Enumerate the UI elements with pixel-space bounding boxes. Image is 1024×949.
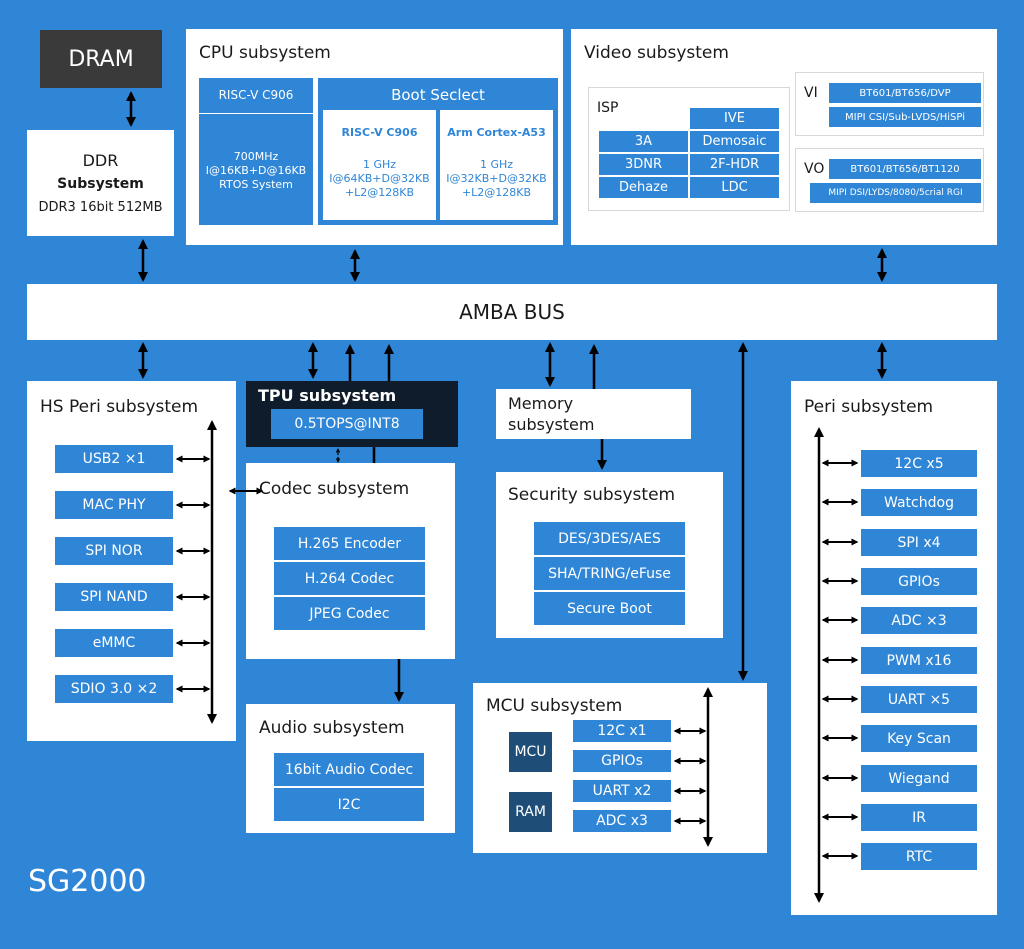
- isp-cell-demosaic: Demosaic: [690, 131, 779, 152]
- peri-item-wiegand: Wiegand: [861, 765, 977, 792]
- vo-block: VO BT601/BT656/BT1120 MIPI DSI/LYDS/8080…: [795, 148, 984, 212]
- memory-title-line1: Memory: [508, 394, 574, 413]
- codec-title: Codec subsystem: [259, 479, 410, 499]
- security-title: Security subsystem: [508, 485, 676, 505]
- peri-item-watchdog: Watchdog: [861, 489, 977, 516]
- hs-item-sdio: SDIO 3.0 ×2: [55, 675, 173, 703]
- codec-item-h265: H.265 Encoder: [274, 527, 425, 560]
- hs-item-usb2: USB2 ×1: [55, 445, 173, 473]
- cpu-title: CPU subsystem: [199, 43, 331, 63]
- boot-core-c906-mem2: +L2@128KB: [344, 186, 415, 199]
- hs-item-mac-phy: MAC PHY: [55, 491, 173, 519]
- hs-item-spi-nor: SPI NOR: [55, 537, 173, 565]
- ddr-spec: DDR3 16bit 512MB: [38, 200, 163, 215]
- hs-item-spi-nand: SPI NAND: [55, 583, 173, 611]
- peri-item-i2c: 12C x5: [861, 450, 977, 477]
- vo-item-bt1120: BT601/BT656/BT1120: [829, 159, 981, 179]
- peri-title: Peri subsystem: [804, 397, 934, 417]
- peri-item-key-scan: Key Scan: [861, 725, 977, 752]
- security-item-secure-boot: Secure Boot: [534, 592, 685, 625]
- codec-item-h264: H.264 Codec: [274, 562, 425, 595]
- peri-item-spi: SPI x4: [861, 529, 977, 556]
- boot-core-c906-name: RISC-V C906: [341, 126, 418, 139]
- peri-item-gpios: GPIOs: [861, 568, 977, 595]
- cpu-c906-block: RISC-V C906 700MHz I@16KB+D@16KB RTOS Sy…: [199, 78, 313, 225]
- amba-bus-label: AMBA BUS: [459, 300, 565, 324]
- mcu-item-gpios: GPIOs: [573, 750, 671, 772]
- boot-core-a53-freq: 1 GHz: [479, 158, 514, 171]
- hs-peri-title: HS Peri subsystem: [40, 397, 199, 417]
- boot-select-title: Boot Seclect: [391, 86, 485, 104]
- video-title: Video subsystem: [584, 43, 729, 63]
- isp-cell-ldc: LDC: [690, 177, 779, 198]
- hs-peri-subsystem: HS Peri subsystem USB2 ×1 MAC PHY SPI NO…: [27, 381, 236, 741]
- codec-item-jpeg: JPEG Codec: [274, 597, 425, 630]
- audio-title: Audio subsystem: [259, 718, 405, 738]
- isp-cell-3dnr: 3DNR: [599, 154, 688, 175]
- boot-select-block: Boot Seclect RISC-V C906 1 GHz I@64KB+D@…: [318, 78, 558, 225]
- ddr-subsystem: DDR Subsystem DDR3 16bit 512MB: [27, 130, 174, 236]
- cpu-c906-os: RTOS System: [219, 178, 293, 191]
- cpu-c906-divider: [199, 113, 313, 114]
- security-item-sha: SHA/TRING/eFuse: [534, 557, 685, 590]
- isp-block: ISP IVE 3A Demosaic 3DNR 2F-HDR Dehaze L…: [588, 87, 790, 211]
- peri-item-ir: IR: [861, 804, 977, 831]
- peri-item-pwm: PWM x16: [861, 647, 977, 674]
- isp-label: ISP: [597, 100, 619, 116]
- vi-block: VI BT601/BT656/DVP MIPI CSI/Sub-LVDS/HiS…: [795, 72, 984, 136]
- boot-core-a53-mem2: +L2@128KB: [461, 186, 532, 199]
- vo-label: VO: [804, 161, 825, 177]
- mcu-ram: RAM: [509, 792, 552, 832]
- ddr-title: DDR: [82, 151, 119, 170]
- memory-title-line2: subsystem: [508, 415, 595, 434]
- security-subsystem: Security subsystem DES/3DES/AES SHA/TRIN…: [496, 472, 723, 638]
- isp-cell-2f-hdr: 2F-HDR: [690, 154, 779, 175]
- isp-cell-ive: IVE: [690, 108, 779, 129]
- video-subsystem: Video subsystem ISP IVE 3A Demosaic 3DNR…: [571, 29, 997, 245]
- codec-subsystem: Codec subsystem H.265 Encoder H.264 Code…: [246, 463, 455, 659]
- ddr-subtitle: Subsystem: [57, 176, 144, 192]
- boot-core-c906: RISC-V C906 1 GHz I@64KB+D@32KB +L2@128K…: [323, 110, 436, 220]
- mcu-item-i2c: 12C x1: [573, 720, 671, 742]
- cpu-c906-head: RISC-V C906: [218, 88, 294, 102]
- vo-item-mipi-dsi: MIPI DSI/LYDS/8080/5crial RGI: [810, 183, 981, 203]
- peri-subsystem: Peri subsystem 12C x5 Watchdog SPI x4 GP…: [791, 381, 997, 915]
- vi-label: VI: [804, 85, 818, 101]
- amba-bus: AMBA BUS: [27, 284, 997, 340]
- mcu-item-uart: UART x2: [573, 780, 671, 802]
- isp-cell-3a: 3A: [599, 131, 688, 152]
- audio-item-i2c: I2C: [274, 788, 424, 821]
- tpu-performance: 0.5TOPS@INT8: [271, 409, 423, 439]
- chip-name: SG2000: [28, 864, 147, 899]
- memory-subsystem: Memory subsystem: [496, 389, 691, 439]
- tpu-title: TPU subsystem: [258, 386, 397, 405]
- boot-core-a53: Arm Cortex-A53 1 GHz I@32KB+D@32KB +L2@1…: [440, 110, 553, 220]
- tpu-subsystem: TPU subsystem 0.5TOPS@INT8: [246, 381, 458, 447]
- peri-item-uart: UART ×5: [861, 686, 977, 713]
- mcu-core: MCU: [509, 732, 552, 772]
- dram-block: DRAM: [40, 30, 162, 88]
- cpu-c906-mem: I@16KB+D@16KB: [205, 164, 307, 177]
- cpu-subsystem: CPU subsystem RISC-V C906 700MHz I@16KB+…: [186, 29, 563, 245]
- audio-item-codec: 16bit Audio Codec: [274, 753, 424, 786]
- mcu-subsystem: MCU subsystem MCU RAM 12C x1 GPIOs UART …: [473, 683, 767, 853]
- peri-item-adc: ADC ×3: [861, 607, 977, 634]
- peri-item-rtc: RTC: [861, 843, 977, 870]
- vi-item-bt601-dvp: BT601/BT656/DVP: [829, 83, 981, 103]
- boot-core-a53-mem1: I@32KB+D@32KB: [446, 172, 547, 185]
- cpu-c906-freq: 700MHz: [233, 150, 279, 163]
- security-item-aes: DES/3DES/AES: [534, 522, 685, 555]
- boot-core-c906-freq: 1 GHz: [362, 158, 397, 171]
- mcu-item-adc: ADC x3: [573, 810, 671, 832]
- dram-label: DRAM: [68, 46, 134, 72]
- vi-item-mipi-csi: MIPI CSI/Sub-LVDS/HiSPi: [829, 107, 981, 127]
- boot-core-a53-name: Arm Cortex-A53: [447, 126, 546, 139]
- hs-item-emmc: eMMC: [55, 629, 173, 657]
- isp-cell-dehaze: Dehaze: [599, 177, 688, 198]
- mcu-title: MCU subsystem: [486, 696, 623, 716]
- audio-subsystem: Audio subsystem 16bit Audio Codec I2C: [246, 704, 455, 833]
- boot-core-c906-mem1: I@64KB+D@32KB: [329, 172, 430, 185]
